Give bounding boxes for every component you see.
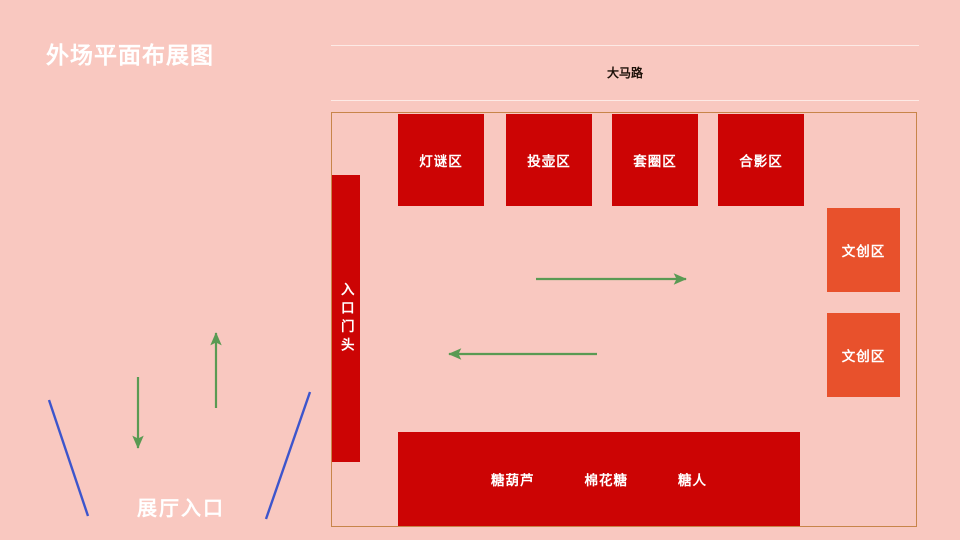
zone-label: 文创区 xyxy=(841,244,886,259)
road-line-bottom xyxy=(331,100,919,101)
zone-label: 文创区 xyxy=(841,349,886,364)
zone-cultural-creative-lower[interactable]: 文创区 xyxy=(827,313,900,397)
snack-item-tanghulu: 糖葫芦 xyxy=(491,473,535,488)
plan-frame xyxy=(331,112,917,527)
guide-line-left xyxy=(47,399,90,517)
road-line-top xyxy=(331,45,919,46)
booth-label: 灯谜区 xyxy=(419,154,463,169)
guide-line-right xyxy=(264,391,312,520)
booth-label: 套圈区 xyxy=(633,154,677,169)
entrance-gate-label: 入口门头 xyxy=(338,281,354,356)
road-label: 大马路 xyxy=(606,66,643,80)
booth-label: 合影区 xyxy=(739,154,783,169)
booth-lantern-riddle[interactable]: 灯谜区 xyxy=(398,114,484,206)
entrance-gate-block[interactable]: 入口门头 xyxy=(332,175,360,462)
booth-ring-toss[interactable]: 套圈区 xyxy=(612,114,698,206)
snack-item-sugar-figurine: 糖人 xyxy=(678,473,707,488)
booth-photo[interactable]: 合影区 xyxy=(718,114,804,206)
booth-label: 投壶区 xyxy=(527,154,571,169)
hall-entrance-label: 展厅入口 xyxy=(137,498,225,520)
booth-pitch-pot[interactable]: 投壶区 xyxy=(506,114,592,206)
snack-item-cotton-candy: 棉花糖 xyxy=(584,473,628,488)
page-title: 外场平面布展图 xyxy=(46,43,214,68)
snack-zone-block[interactable]: 糖葫芦 棉花糖 糖人 xyxy=(398,432,800,526)
zone-cultural-creative-upper[interactable]: 文创区 xyxy=(827,208,900,292)
